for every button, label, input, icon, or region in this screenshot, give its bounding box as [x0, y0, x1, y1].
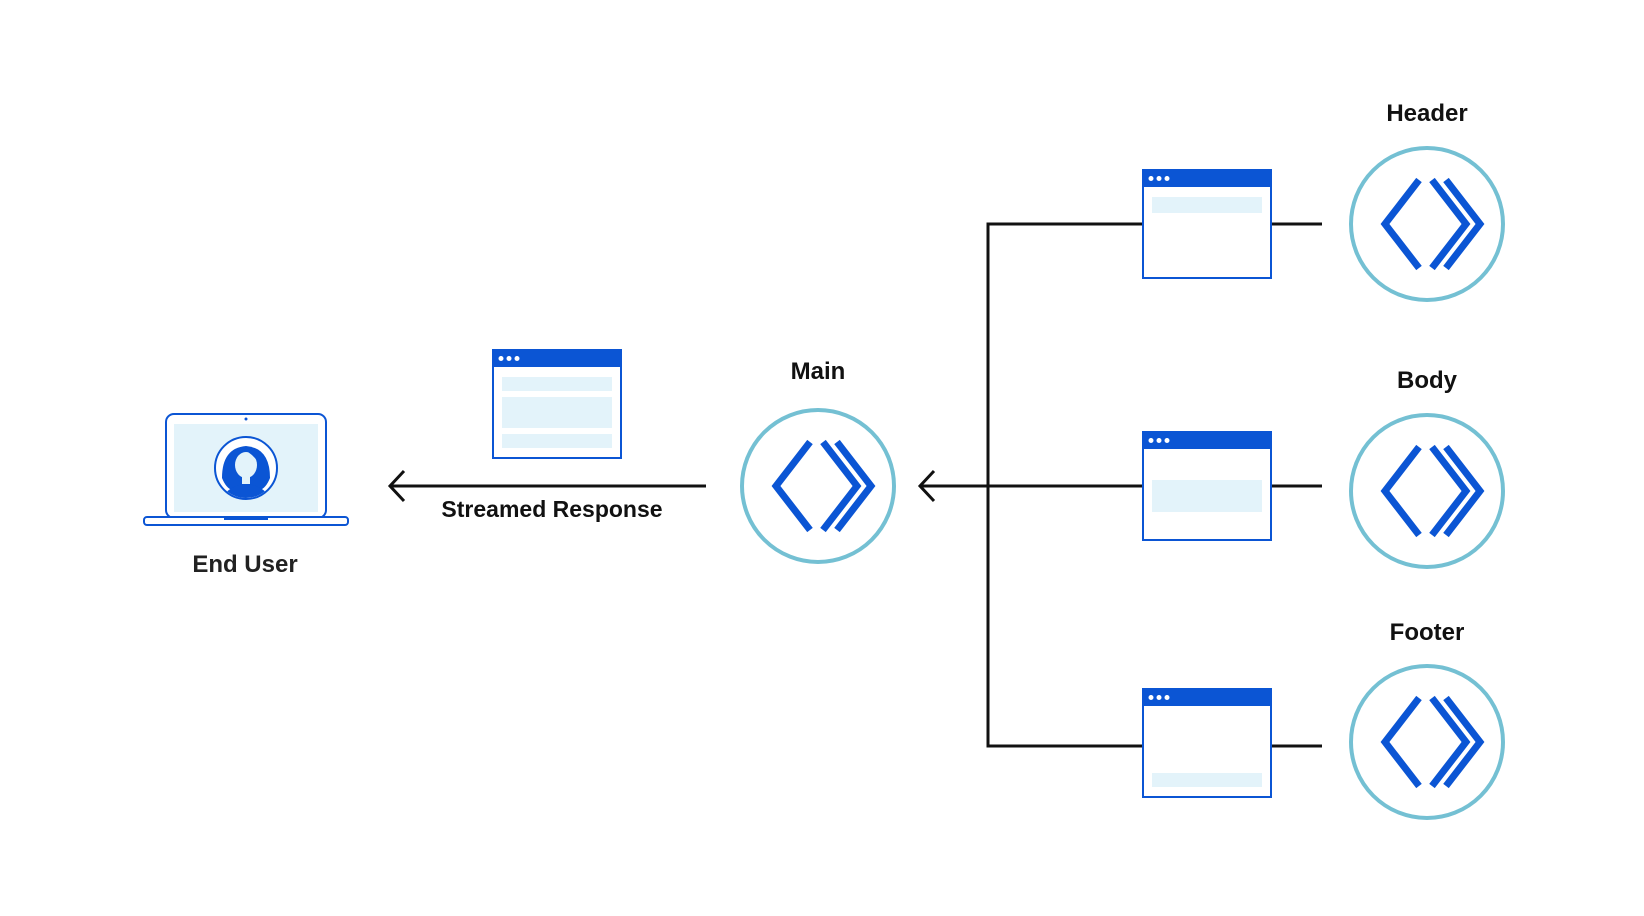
user-avatar-icon	[214, 436, 278, 500]
angle-brackets-icon	[771, 439, 876, 533]
edge-label-streamed-response: Streamed Response	[441, 496, 663, 522]
browser-window-icon-header	[1142, 169, 1272, 279]
angle-brackets-icon	[1380, 444, 1485, 538]
angle-brackets-icon	[1380, 177, 1485, 271]
worker-node-main	[740, 408, 896, 564]
connector-lines	[387, 222, 1322, 748]
node-label-main: Main	[790, 358, 846, 385]
node-label-footer: Footer	[1389, 619, 1465, 646]
browser-window-icon-response	[492, 349, 622, 459]
node-label-end-user: End User	[192, 551, 298, 578]
streamed-response-arrowhead	[387, 469, 406, 503]
browser-window-icon-footer	[1142, 688, 1272, 798]
worker-node-footer	[1349, 664, 1505, 820]
angle-brackets-icon	[1380, 695, 1485, 789]
arrowhead-to-main	[917, 469, 936, 503]
worker-node-header	[1349, 146, 1505, 302]
laptop-user-icon	[143, 413, 349, 526]
browser-window-icon-body	[1142, 431, 1272, 541]
node-label-header: Header	[1386, 100, 1468, 127]
worker-node-body	[1349, 413, 1505, 569]
node-label-body: Body	[1397, 367, 1457, 394]
